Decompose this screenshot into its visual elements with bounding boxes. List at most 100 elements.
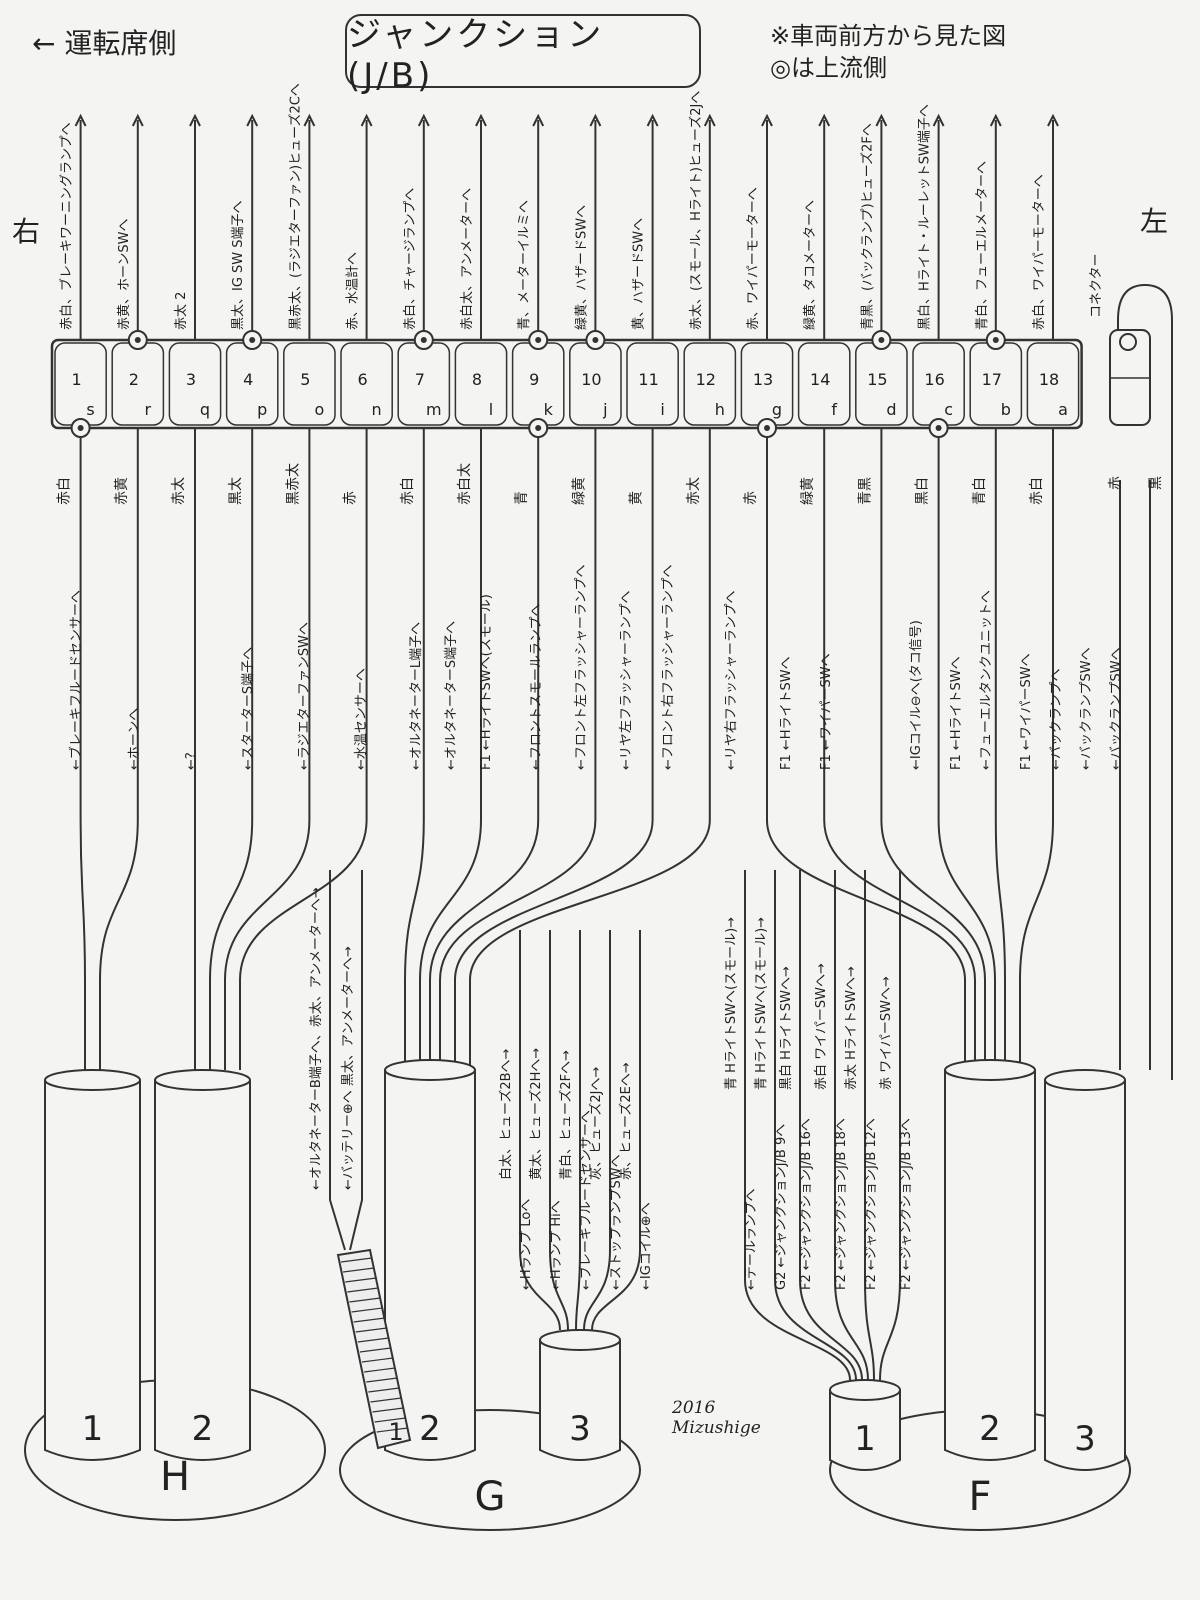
spiral-stripe bbox=[376, 1427, 408, 1433]
pin-number: 4 bbox=[243, 370, 253, 389]
spiral-stripe bbox=[355, 1327, 387, 1333]
bottom-wire-color: 赤太 bbox=[686, 477, 702, 505]
pin-number: 3 bbox=[186, 370, 196, 389]
pin-number: 17 bbox=[982, 370, 1002, 389]
lower-dest-label: ←バックランプSWへ bbox=[1079, 647, 1094, 770]
bundle-g1: 1 bbox=[336, 1248, 412, 1450]
g3-dest-label: 灰、ヒューズ2Jへ→ bbox=[588, 1067, 604, 1180]
pin-letter: g bbox=[772, 400, 782, 419]
upper-dest-label: 赤、水温計へ bbox=[345, 252, 361, 330]
upper-dest-label: 青黒、(バックランプ)ヒューズ2Fへ bbox=[859, 123, 875, 330]
pin-number: 8 bbox=[472, 370, 482, 389]
bundle-g3-number: 3 bbox=[569, 1409, 591, 1449]
spiral-stripe bbox=[361, 1357, 394, 1363]
harness-wire bbox=[429, 428, 540, 1070]
spiral-stripe bbox=[370, 1397, 402, 1403]
upper-dest-label: 赤黄、ホーンSWへ bbox=[117, 219, 132, 330]
bundle-g1-number: 1 bbox=[388, 1418, 403, 1446]
f1-dest-label: 黒白 HライトSWへ→ bbox=[778, 966, 794, 1090]
bottom-wire-color: 黄 bbox=[628, 491, 645, 505]
lower-dest-label: F1 ←ワイパーSWへ bbox=[819, 653, 834, 770]
pin-number: 12 bbox=[696, 370, 716, 389]
pin-letter: q bbox=[200, 400, 210, 419]
arrow-up-icon bbox=[761, 113, 773, 127]
pin-letter: k bbox=[544, 400, 554, 419]
f1-lower-label: ←テールランプへ bbox=[744, 1188, 759, 1290]
g3-dest-label: 黄太、ヒューズ2Hへ→ bbox=[528, 1048, 544, 1180]
g3-lower-label: ←IGコイル⊕へ bbox=[639, 1202, 654, 1290]
bottom-wire-color: 青白 bbox=[972, 477, 988, 505]
spiral-stripe bbox=[349, 1297, 381, 1303]
connector-label: コネクター bbox=[1089, 254, 1104, 318]
harness-wire bbox=[880, 428, 986, 1070]
spiral-stripe bbox=[351, 1307, 383, 1313]
bundle-group-f-label: F bbox=[968, 1474, 991, 1520]
pin-number: 16 bbox=[924, 370, 944, 389]
spiral-stripe bbox=[345, 1277, 377, 1283]
lower-dest-label: F1 ←HライトSWへ bbox=[779, 656, 794, 770]
bundle-g2 bbox=[384, 1070, 476, 1461]
view-note-line-1: ※車両前方から見た図 bbox=[770, 22, 1007, 50]
harness-wire bbox=[419, 428, 482, 1070]
pin-number: 18 bbox=[1039, 370, 1059, 389]
upstream-dot-icon bbox=[535, 337, 542, 343]
junction-block: 1s2r3q4p5o6n7m8l9k10j11i12h13g14f15d16c1… bbox=[50, 329, 1151, 438]
bundle-f1-number: 1 bbox=[854, 1419, 876, 1459]
bundle-h2-cap bbox=[154, 1069, 251, 1091]
credit: 2016 Mizushige bbox=[672, 1398, 761, 1438]
lower-dest-label: ←? bbox=[184, 752, 199, 770]
spiral-wrap bbox=[336, 1248, 412, 1450]
pin-letter: j bbox=[602, 400, 607, 419]
pin-letter: m bbox=[426, 400, 442, 419]
arrow-up-icon bbox=[589, 113, 602, 127]
lower-dest-label: F1 ←ワイパーSWへ bbox=[1019, 653, 1034, 770]
lower-dest-label: ←スターターS端子へ bbox=[241, 647, 256, 770]
bottom-wire-color: 黒太 bbox=[228, 477, 244, 505]
upper-dest-label: 赤白、チャージランプへ bbox=[402, 188, 418, 330]
lower-dest-label: ←水温センサーへ bbox=[354, 668, 369, 770]
g3-lower-label: ←ブレーキフルードセンサーへ bbox=[578, 1110, 594, 1290]
left-side-label: 左 bbox=[1140, 205, 1169, 238]
lower-dest-label: ←ホーンへ bbox=[127, 708, 142, 770]
arrow-up-icon bbox=[532, 113, 545, 127]
lower-dest-label: ←リヤ右フラッシャーランプへ bbox=[724, 590, 739, 770]
lower-dest-label: ←オルタネーターS端子へ bbox=[444, 621, 459, 770]
g3-dest-label: 青白、ヒューズ2Fへ→ bbox=[558, 1050, 574, 1180]
bundle-f3 bbox=[1044, 1080, 1126, 1471]
credit-year: 2016 bbox=[672, 1398, 716, 1418]
arrow-up-icon bbox=[417, 113, 430, 127]
page-title: ジャンクション (J/B) bbox=[345, 14, 701, 96]
lower-dest-label: ←ブレーキフルードセンサーへ bbox=[68, 590, 84, 770]
lower-dest-label: ←ラジエターファンSWへ bbox=[297, 622, 312, 770]
g3-wire bbox=[575, 930, 581, 1331]
arrow-up-icon bbox=[818, 113, 831, 127]
arrow-up-icon bbox=[475, 113, 487, 127]
g3-wire bbox=[583, 930, 611, 1331]
bundle-f2-number: 2 bbox=[979, 1409, 1001, 1449]
pin-number: 9 bbox=[529, 370, 539, 389]
harness-wire bbox=[1019, 428, 1054, 1070]
connector-wire-color: 赤 bbox=[1108, 476, 1124, 490]
harness-wire bbox=[224, 428, 311, 1070]
f1-lower-label: F2 ←ジャンクションJ/B 16へ bbox=[799, 1118, 814, 1290]
arrow-up-icon bbox=[646, 113, 659, 127]
view-note: ※車両前方から見た図 ◎は上流側 bbox=[770, 20, 1006, 84]
arrow-up-icon bbox=[989, 113, 1002, 127]
arrow-up-icon bbox=[1047, 113, 1059, 127]
bundle-g3-cap bbox=[539, 1329, 621, 1351]
bundle-f1-cap bbox=[829, 1379, 901, 1401]
lower-dest-label: ←IGコイル⊖へ(タコ信号) bbox=[909, 620, 924, 770]
upstream-dot-icon bbox=[249, 337, 256, 343]
g3-lower-label: ←ストップランプSWへ bbox=[609, 1154, 624, 1290]
pin-number: 5 bbox=[300, 370, 310, 389]
spiral-stripe bbox=[368, 1387, 400, 1393]
arrow-up-icon bbox=[932, 113, 945, 127]
upstream-dot-icon bbox=[592, 337, 599, 343]
bundle-f3-cap bbox=[1044, 1069, 1126, 1091]
connector-wire-color: 黒 bbox=[1148, 476, 1164, 490]
bundle-f2 bbox=[944, 1070, 1036, 1461]
bundle-f1 bbox=[829, 1390, 901, 1471]
f1-dest-label: 赤太 HライトSWへ→ bbox=[844, 966, 859, 1090]
